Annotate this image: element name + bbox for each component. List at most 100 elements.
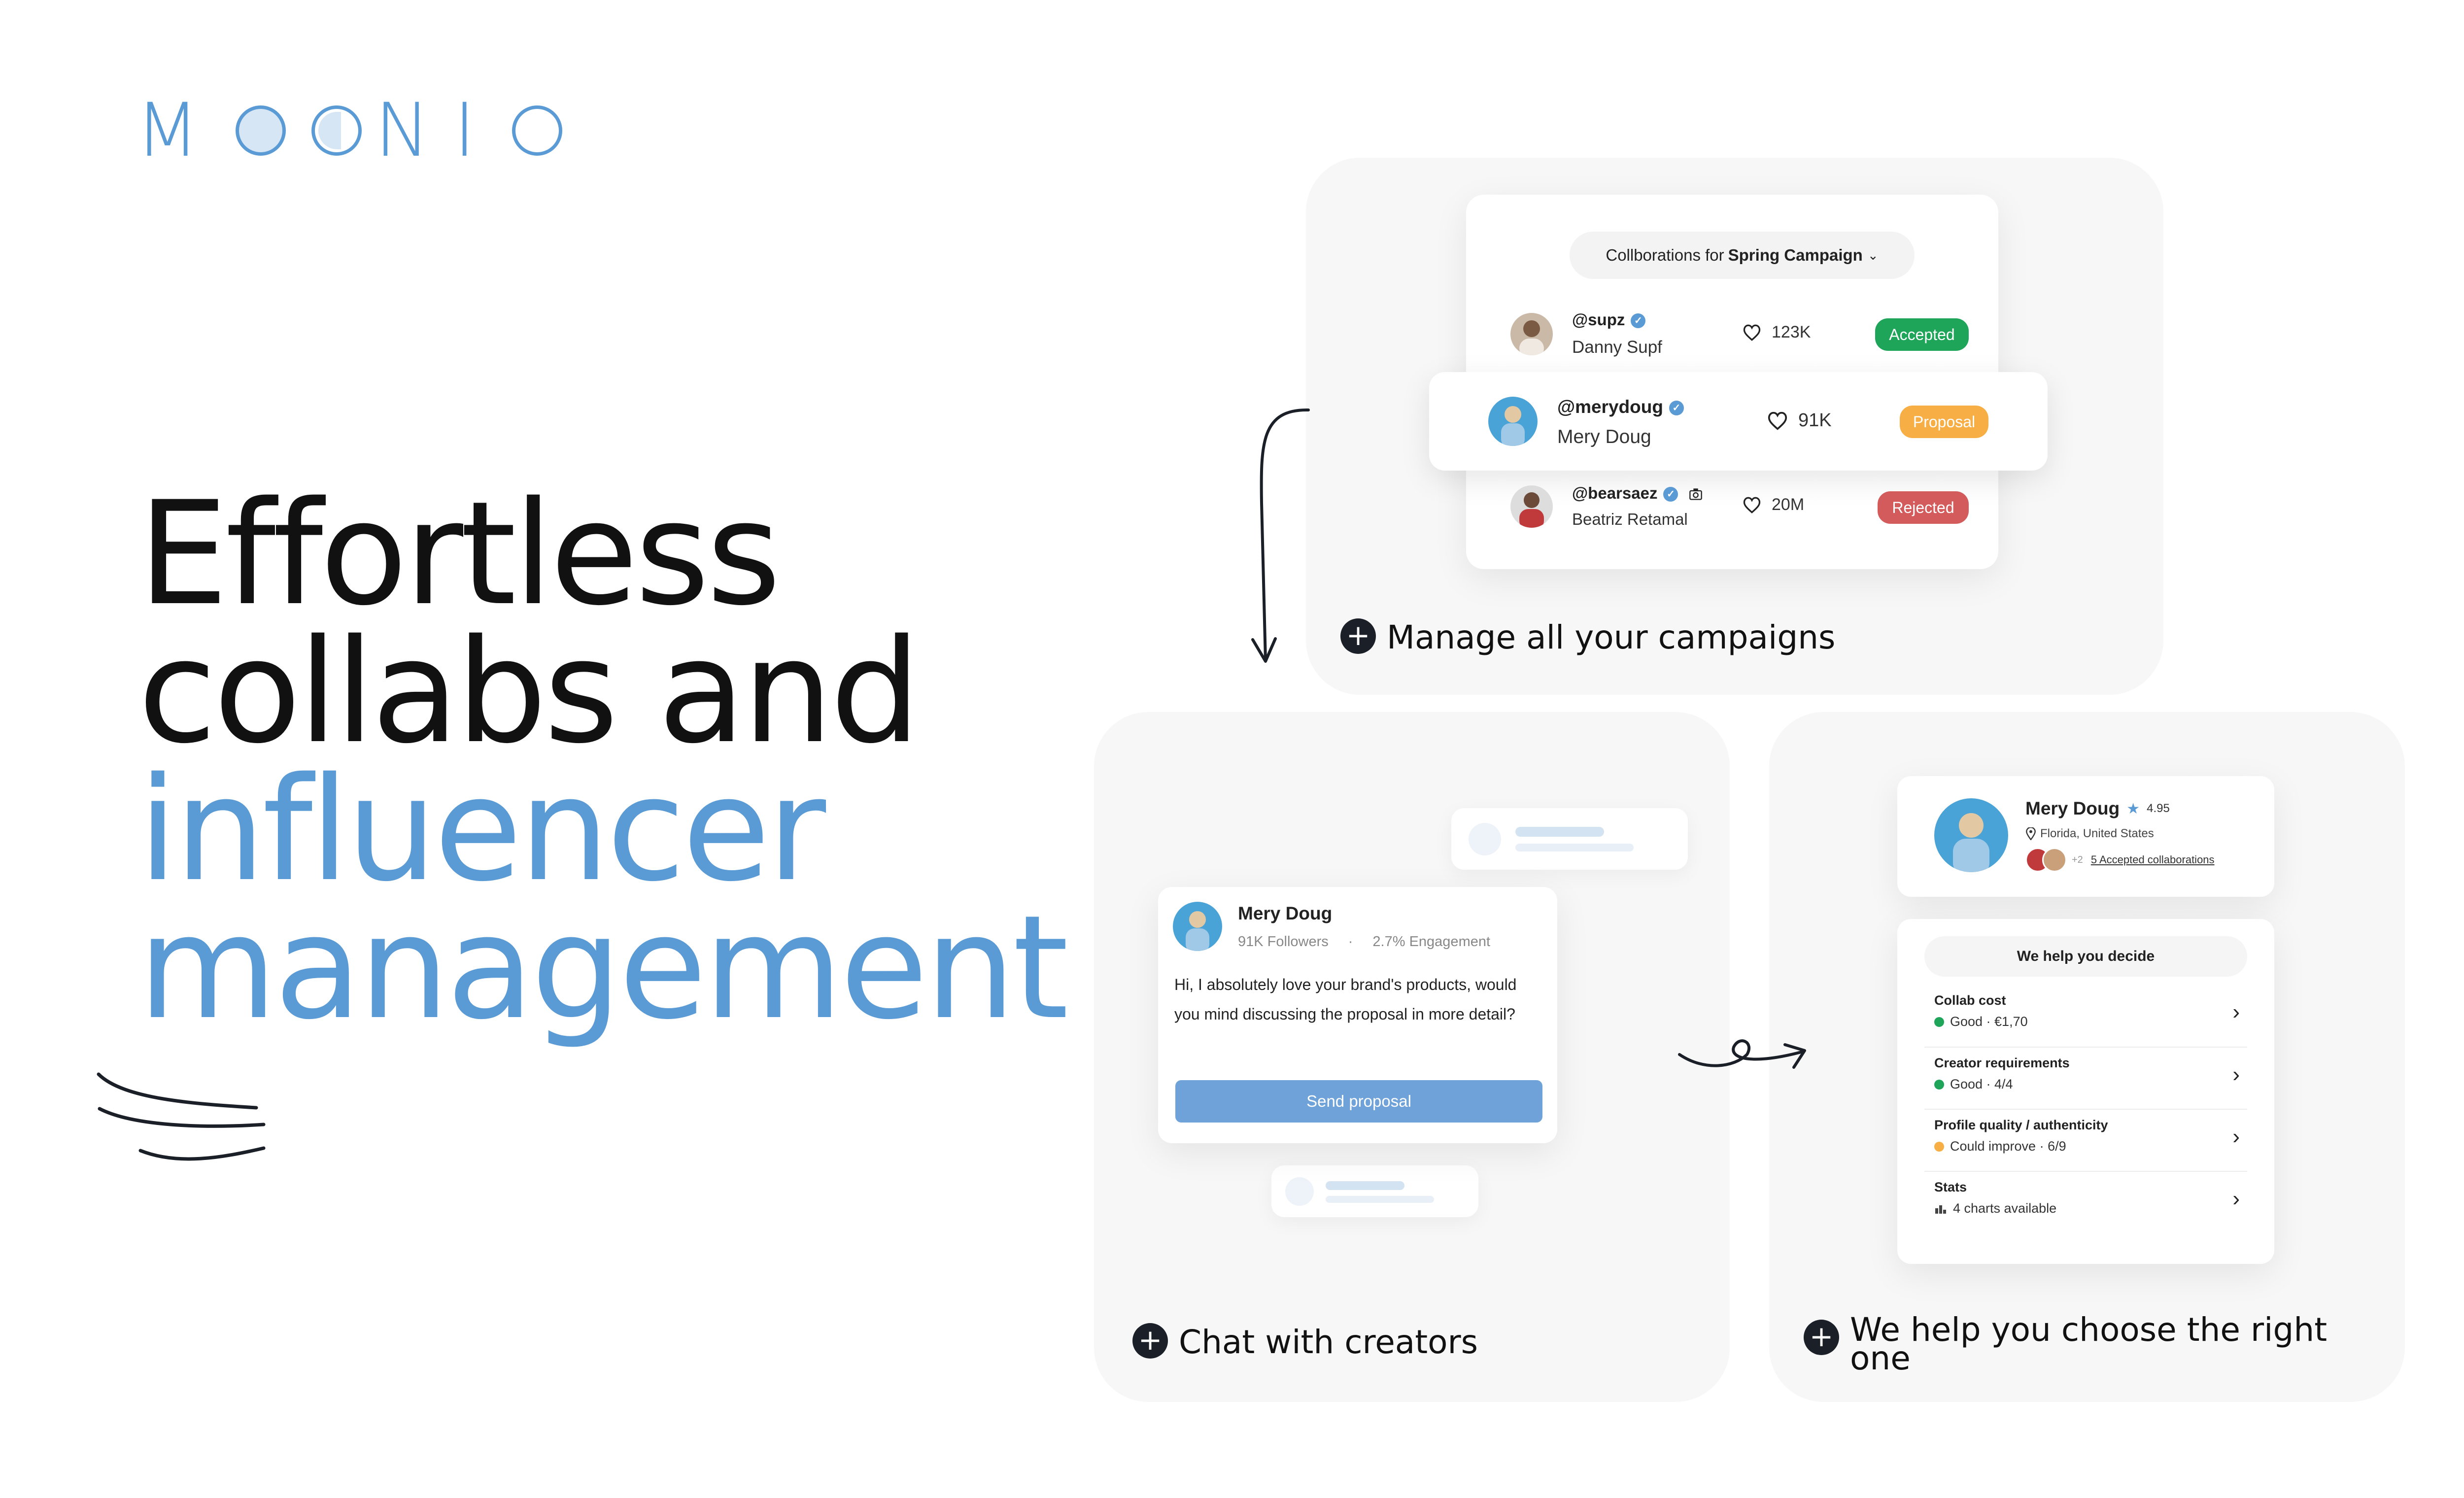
headline-line-3: influencer: [138, 747, 826, 913]
status-dot-good: [1934, 1079, 1944, 1089]
chevron-right-icon: ›: [2232, 1124, 2240, 1149]
avatar: [1488, 397, 1538, 446]
feature-label-continued: one: [1850, 1339, 1911, 1377]
feature-chat: + Chat with creators: [1132, 1323, 1478, 1361]
criteria-value: Good · 4/4: [1934, 1077, 2240, 1092]
send-proposal-button[interactable]: Send proposal: [1175, 1080, 1542, 1123]
profile-location: Florida, United States: [2025, 827, 2154, 841]
avatar: [1934, 798, 2008, 872]
decision-panel-title: We help you decide: [1924, 936, 2247, 977]
plus-icon[interactable]: +: [1132, 1323, 1168, 1359]
placeholder-message: [1271, 1165, 1478, 1217]
campaign-selector-prefix: Collborations for: [1606, 246, 1724, 264]
profile-name: Mery Doug: [2025, 798, 2120, 818]
logo-letter-n: N: [375, 88, 454, 173]
avatar-image: [1519, 492, 1544, 528]
plus-icon[interactable]: +: [1340, 618, 1376, 654]
chevron-right-icon: ›: [2232, 1000, 2240, 1024]
divider: [1924, 1171, 2247, 1172]
handle-text: @supz: [1572, 310, 1625, 329]
status-dot-good: [1934, 1017, 1944, 1027]
criteria-title: Creator requirements: [1934, 1055, 2070, 1070]
verified-icon: ✓: [1669, 401, 1684, 416]
camera-icon: [1689, 488, 1702, 500]
chevron-right-icon: ›: [2232, 1187, 2240, 1211]
placeholder-message: [1451, 808, 1688, 870]
row-handle: @supz ✓: [1572, 310, 1646, 329]
avatar-image: [1501, 406, 1525, 446]
mini-avatar: [2042, 848, 2067, 872]
plus-icon[interactable]: +: [1804, 1320, 1839, 1355]
divider: [1924, 1047, 2247, 1048]
headline-line-1: Effortless: [138, 471, 781, 637]
status-dot-warning: [1934, 1141, 1944, 1152]
swoosh-decoration: [97, 1072, 266, 1161]
avatar-image: [1519, 320, 1544, 355]
logo-moon-empty: [512, 105, 562, 156]
stats-separator: ·: [1348, 934, 1353, 950]
criteria-row[interactable]: Creator requirements Good · 4/4 ›: [1934, 1055, 2240, 1092]
criteria-value-text: 4 charts available: [1953, 1201, 2057, 1216]
avatar: [1510, 313, 1553, 355]
accepted-collaborations-link[interactable]: 5 Accepted collaborations: [2090, 853, 2215, 866]
divider: [1924, 1109, 2247, 1110]
avatar-image: [1953, 813, 1989, 872]
chat-message-text: Hi, I absolutely love your brand's produ…: [1174, 976, 1517, 1023]
heart-icon: [1743, 324, 1761, 341]
curved-arrow-decoration: [1251, 408, 1310, 663]
followers-count: 91K Followers: [1238, 934, 1329, 950]
headline-line-4: management: [138, 885, 1069, 1051]
loop-arrow-decoration: [1678, 1039, 1806, 1069]
chevron-down-icon: ⌄: [1867, 247, 1879, 263]
campaign-selector[interactable]: Collborations for Spring Campaign ⌄: [1570, 232, 1915, 279]
criteria-row[interactable]: Stats 4 charts available ›: [1934, 1180, 2240, 1216]
criteria-title: Collab cost: [1934, 993, 2006, 1008]
row-name: Mery Doug: [1557, 426, 1651, 447]
criteria-title: Profile quality / authenticity: [1934, 1118, 2108, 1132]
logo-letter-i: I: [453, 88, 499, 173]
avatar: [1173, 902, 1222, 951]
criteria-value: 4 charts available: [1934, 1201, 2240, 1216]
handle-text: @merydoug: [1557, 397, 1663, 417]
feature-label: Chat with creators: [1179, 1323, 1478, 1361]
verified-icon: ✓: [1663, 487, 1678, 502]
feature-manage-campaigns: + Manage all your campaigns: [1340, 618, 1835, 656]
extra-count: +2: [2072, 854, 2083, 865]
likes-value: 91K: [1798, 410, 1832, 431]
feature-label: We help you choose the right: [1850, 1311, 2327, 1349]
feature-label-block: We help you choose the right one: [1850, 1311, 2327, 1377]
row-name: Beatriz Retamal: [1572, 510, 1688, 528]
logo-moon-half: [311, 105, 362, 156]
likes-count: 91K: [1767, 410, 1832, 431]
moonio-logo: M N I: [136, 88, 575, 173]
likes-value: 20M: [1772, 495, 1805, 514]
likes-count: 20M: [1742, 495, 1804, 514]
criteria-title: Stats: [1934, 1180, 1967, 1194]
criteria-row[interactable]: Collab cost Good · €1,70 ›: [1934, 993, 2240, 1029]
profile-rating: 4.95: [2147, 802, 2170, 815]
chat-sender-stats: 91K Followers · 2.7% Engagement: [1238, 934, 1490, 950]
hero-headline: Effortless collabs and influencer manage…: [138, 471, 1069, 1051]
feature-choose: + We help you choose the right one: [1804, 1311, 2356, 1377]
avatar-image: [1186, 911, 1209, 951]
star-icon: ★: [2126, 800, 2140, 817]
criteria-value-text: Good · €1,70: [1950, 1014, 2028, 1029]
status-badge-proposal: Proposal: [1900, 406, 1988, 438]
row-handle: @bearsaez ✓: [1572, 484, 1703, 503]
location-pin-icon: [2026, 827, 2036, 840]
campaign-selector-value: Spring Campaign: [1728, 246, 1863, 264]
chevron-right-icon: ›: [2232, 1062, 2240, 1087]
headline-line-2: collabs and: [138, 609, 921, 775]
logo-moon-full: [236, 105, 286, 156]
heart-icon: [1768, 411, 1787, 430]
criteria-value: Could improve · 6/9: [1934, 1139, 2240, 1154]
verified-icon: ✓: [1631, 313, 1646, 329]
likes-count: 123K: [1742, 323, 1811, 342]
engagement-rate: 2.7% Engagement: [1372, 934, 1491, 950]
chart-icon: [1935, 1205, 1946, 1214]
likes-value: 123K: [1772, 323, 1811, 341]
criteria-value: Good · €1,70: [1934, 1014, 2240, 1029]
criteria-row[interactable]: Profile quality / authenticity Could imp…: [1934, 1118, 2240, 1154]
status-badge-accepted: Accepted: [1875, 318, 1969, 351]
handle-text: @bearsaez: [1572, 484, 1658, 502]
